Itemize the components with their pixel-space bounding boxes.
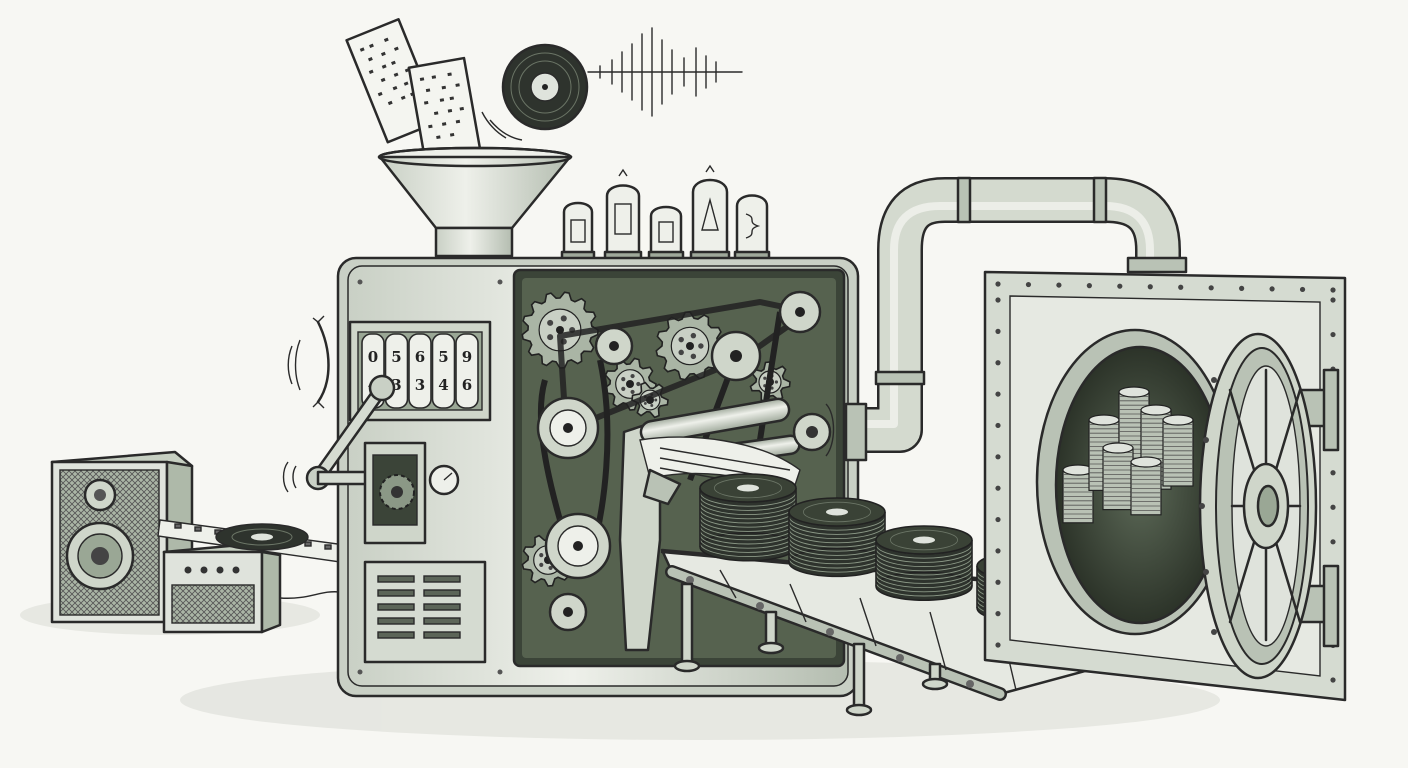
counter-digit-bottom: 3 [391,376,401,394]
counter-digit-top: 0 [368,348,378,366]
vent [363,560,487,664]
film-strip [157,519,346,563]
record-stack [788,497,886,578]
vault-door-icon [1198,332,1318,680]
coin-stack [1162,414,1194,487]
gear-icon [379,474,415,510]
record-stack [699,473,797,562]
punch-card-icon [345,18,482,160]
counter-digit-top: 6 [415,348,425,366]
counter-digit-bottom: 4 [438,376,448,394]
counter-digit-top: 5 [438,348,448,366]
hopper-funnel [377,146,573,258]
vacuum-tube-icon [560,164,771,266]
counter-digit-top: 5 [391,348,401,366]
counter-wheel: 63 [408,333,432,409]
coin-stacks [1062,386,1194,524]
counter-wheel: 96 [455,333,479,409]
counter-digit-bottom: 6 [462,376,472,394]
digit-counter: 0453635496 [287,315,492,422]
coin-stack [1130,456,1162,516]
vinyl-record-icon [215,523,309,551]
pulleys [536,290,822,632]
gear-icon [655,311,725,381]
counter-wheel: 54 [431,333,456,409]
vinyl-record-icon [481,43,589,141]
counter-digit-top: 9 [462,348,472,366]
record-stack [875,525,973,601]
counter-digit-bottom: 3 [415,376,425,394]
coin-stack [1102,442,1134,511]
gear-window [363,441,460,545]
connecting-pipe [850,176,1188,453]
sound-wave-icon [587,27,743,117]
coin-stack [1062,464,1094,524]
